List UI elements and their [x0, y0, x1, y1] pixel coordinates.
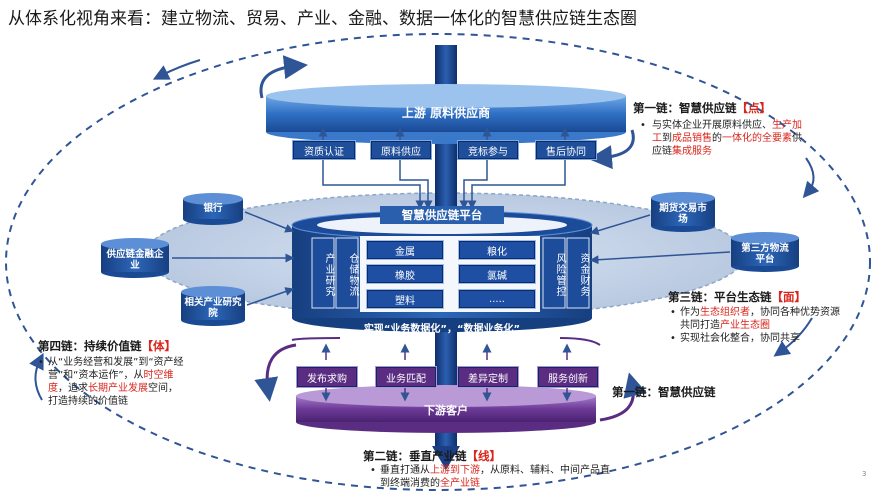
downstream-band-label: 下游客户	[424, 404, 468, 417]
chain3-bullet1: 作为生态组织者，协同各种优势资源共同打造产业生态圈	[680, 307, 840, 331]
platform-item-plastic: 塑料	[366, 289, 444, 309]
upstream-item-after-sales: 售后协同	[535, 140, 597, 160]
chain3-bullet2: 实现社会化整合，协同共享	[680, 333, 800, 344]
satellite-bank: 银行	[203, 203, 223, 214]
upstream-item-qualification: 资质认证	[292, 140, 356, 160]
platform-item-chlor-alkali: 氯碱	[458, 264, 536, 284]
platform-title: 智慧供应链平台	[401, 208, 483, 222]
downstream-item-matching: 业务匹配	[375, 366, 437, 388]
satellite-research-institute: 相关产业研究院	[184, 297, 242, 319]
platform-item-metal: 金属	[366, 240, 444, 260]
satellite-supply-chain-finance: 供应链金融企业	[106, 249, 164, 271]
outer-cycle-ring	[5, 33, 871, 491]
downstream-item-customization: 差异定制	[457, 366, 519, 388]
platform-item-grain: 粮化	[458, 240, 536, 260]
chain2-text: 垂直打通从上游到下游，从原料、辅料、中间产品直到终端消费的全产业链	[380, 465, 610, 489]
upstream-item-material-supply: 原料供应	[370, 140, 432, 160]
chain4-heading: 第四链：持续价值链【体】	[38, 339, 176, 353]
upstream-item-bidding: 竞标参与	[457, 140, 519, 160]
platform-item-rubber: 橡胶	[366, 264, 444, 284]
satellite-futures-market: 期货交易市场	[659, 203, 707, 225]
chain1-heading: 第一链：智慧供应链【点】	[633, 101, 771, 115]
page-title: 从体系化视角来看：建立物流、贸易、产业、金融、数据一体化的智慧供应链生态圈	[8, 9, 637, 29]
downstream-item-service-innovation: 服务创新	[537, 366, 599, 388]
chain1-text: 与实体企业开展原料供应、生产加工到成品销售的一体化的全要素供应链集成服务	[652, 120, 802, 157]
page-number: 3	[862, 470, 867, 478]
chain4-text: 从“业务经营和发展”到“资产经营”和“资本运作”，从时空维度，追求长期产业发展空…	[48, 357, 184, 407]
platform-bottom-text: 实现“业务数据化”，“数据业务化”	[363, 324, 521, 335]
upstream-band-label: 上游 原料供应商	[401, 106, 491, 120]
chain1b-heading: 第一链：智慧供应链	[612, 385, 716, 399]
platform-col-industry-research: 产业研究	[323, 253, 334, 297]
platform-col-risk-control: 风险管控	[554, 253, 565, 297]
platform-col-finance: 资金财务	[578, 253, 589, 297]
chain3-heading: 第三链：平台生态链【面】	[668, 290, 806, 304]
satellite-logistics-platform: 第三方物流平台	[741, 243, 789, 265]
satellite-cylinders	[101, 192, 799, 326]
downstream-item-post-demand: 发布求购	[296, 366, 358, 388]
chain2-heading: 第二链：垂直产业链【线】	[363, 449, 501, 463]
platform-col-warehousing: 仓储物流	[347, 253, 358, 297]
platform-item-more: .....	[458, 289, 536, 309]
